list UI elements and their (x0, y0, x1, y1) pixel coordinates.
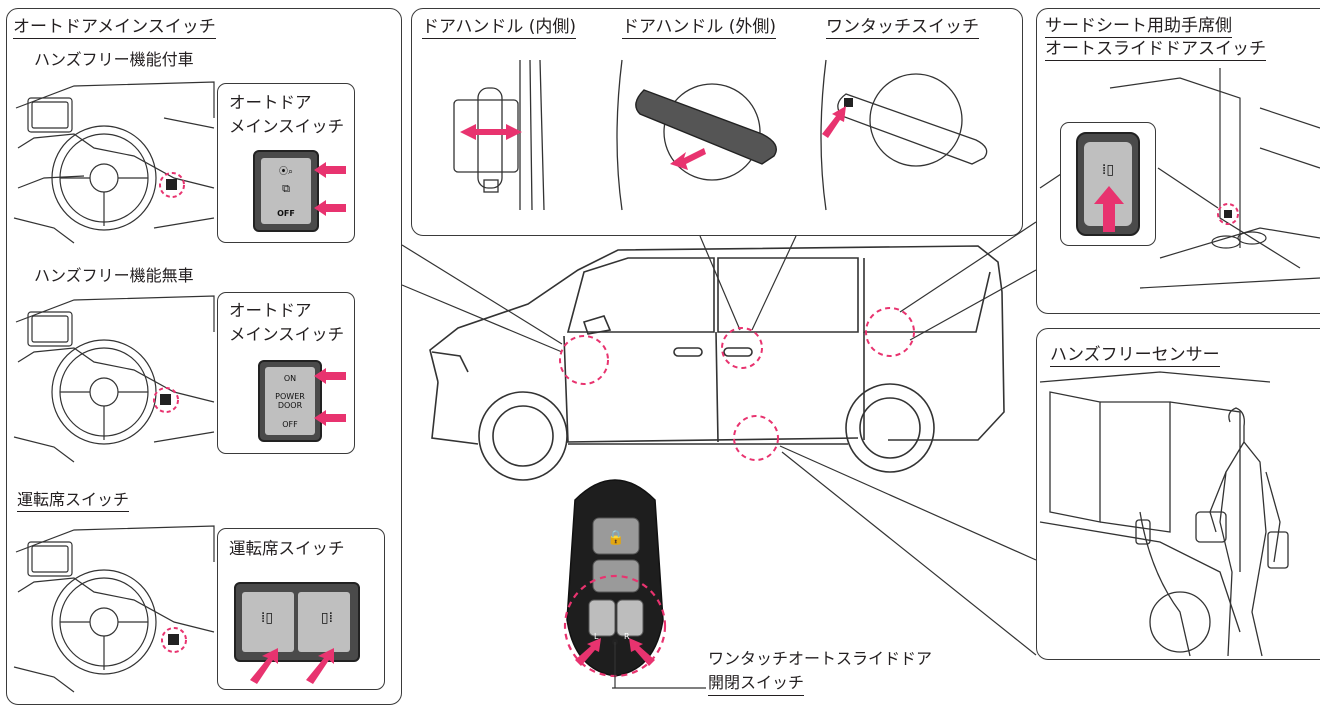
arrow-icon (314, 368, 346, 426)
auto-door-main-switch-handsfree[interactable]: ⦿⌕ ⧉ OFF (253, 150, 319, 232)
key-fob-illustration: 🔒 (563, 479, 667, 688)
arrow-icon (250, 648, 334, 684)
left-panel-title: オートドアメインスイッチ (13, 17, 216, 39)
one-touch-switch-illustration (820, 59, 988, 211)
power-door-switch[interactable]: ON POWER DOOR OFF (258, 360, 322, 442)
third-seat-title-line1: サードシート用助手席側 (1045, 16, 1232, 38)
label-door-handle-outer: ドアハンドル (外側) (622, 17, 776, 39)
key-fob-caption-line1: ワンタッチオートスライドドア (708, 649, 933, 668)
svg-text:🔒: 🔒 (607, 530, 624, 546)
handsfree-sensor-title: ハンズフリーセンサー (1050, 345, 1220, 367)
handsfree-without-label: ハンズフリー機能無車 (34, 266, 194, 285)
switch-power-label: POWER (275, 392, 305, 401)
driver-seat-switch[interactable]: ⁞▯ ▯⁞ (234, 582, 360, 662)
vehicle-side-illustration (429, 245, 1005, 481)
inset-2-label-line2: メインスイッチ (229, 325, 345, 344)
switch-on-label: ON (283, 374, 297, 383)
dashboard-illustration-2 (13, 295, 215, 463)
handsfree-with-label: ハンズフリー機能付車 (34, 50, 194, 69)
switch-off-label-1: OFF (277, 209, 295, 218)
switch-door-label: DOOR (277, 401, 303, 410)
label-door-handle-inner: ドアハンドル (内側) (422, 17, 576, 39)
dashboard-illustration-3 (13, 525, 215, 693)
third-seat-title-line2: オートスライドドアスイッチ (1045, 39, 1266, 61)
third-seat-interior-illustration (1039, 68, 1320, 289)
fob-side-label-right: R (624, 632, 630, 641)
inner-door-handle-illustration (453, 59, 545, 211)
key-fob-caption-line2: 開閉スイッチ (708, 672, 805, 696)
switch-off-label-2: OFF (282, 420, 298, 429)
arrow-up-icon (1094, 186, 1124, 232)
dashboard-illustration-1 (13, 81, 215, 244)
driver-seat-inset-label: 運転席スイッチ (229, 539, 345, 558)
inset-1-label-line2: メインスイッチ (229, 117, 345, 136)
inset-2-label-line1: オートドア (229, 301, 312, 320)
label-one-touch-switch: ワンタッチスイッチ (826, 17, 979, 39)
handsfree-sensor-illustration (1039, 371, 1289, 657)
driver-seat-section-title: 運転席スイッチ (17, 490, 130, 512)
inset-1-label-line1: オートドア (229, 93, 312, 112)
arrow-icon (314, 162, 346, 216)
fob-side-label-left: L (594, 632, 599, 641)
outer-door-handle-illustration (616, 59, 777, 211)
